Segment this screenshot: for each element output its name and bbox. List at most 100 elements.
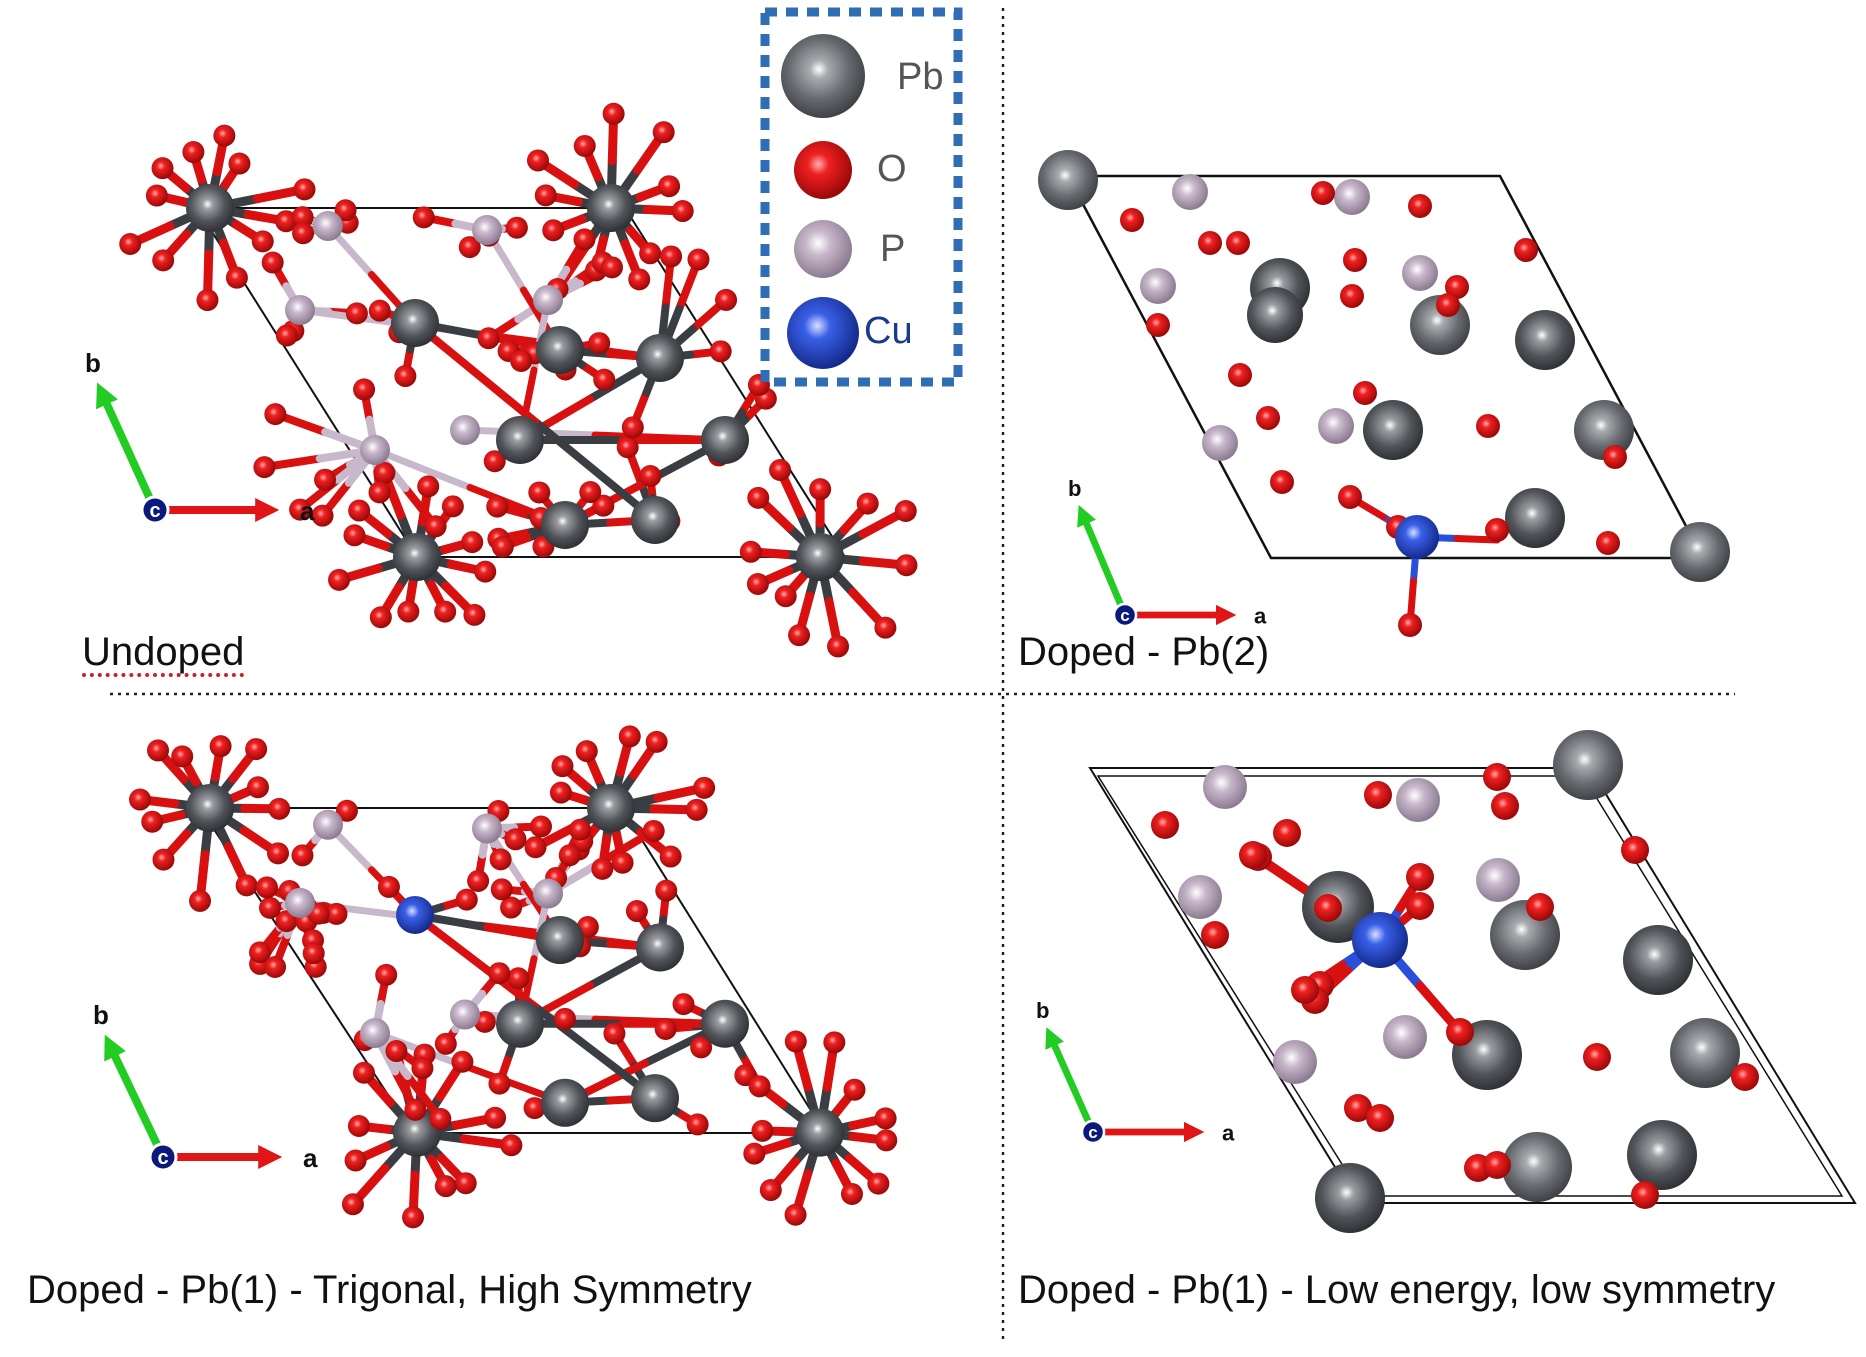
low-o-23 xyxy=(1583,1043,1611,1071)
trigonal-pb-corner-2-o-11 xyxy=(484,1107,506,1129)
undoped-pb-corner-3-o-1 xyxy=(874,617,896,639)
trigonal-p-4 xyxy=(450,999,480,1029)
undoped-pb-corner-2-o-11 xyxy=(461,531,483,553)
trigonal-o-7 xyxy=(375,964,397,986)
pb2-o-28 xyxy=(1353,381,1377,405)
undoped-o-12 xyxy=(506,217,528,239)
undoped-pb-corner-3-o-0 xyxy=(895,554,917,576)
undoped-pb-corner-1-o-1 xyxy=(639,242,661,264)
trigonal-pb-corner-1-o-9 xyxy=(619,725,641,747)
axis-b-label-1: b xyxy=(1068,476,1082,501)
low-pbl-4 xyxy=(1670,1018,1740,1088)
undoped-pb-corner-3-o-8 xyxy=(769,459,791,481)
low-cu-o-1 xyxy=(1314,894,1342,922)
legend-o-swatch xyxy=(794,141,852,199)
undoped-p-2 xyxy=(285,295,315,325)
undoped-o-2 xyxy=(314,469,336,491)
low-p-12 xyxy=(1178,875,1222,919)
trigonal-o-2 xyxy=(429,1108,451,1130)
trigonal-pb-corner-0-o-1 xyxy=(267,842,289,864)
undoped-p-1 xyxy=(472,215,502,245)
undoped-pb-corner-0-o-1 xyxy=(252,230,274,252)
trigonal-o-27 xyxy=(256,876,278,898)
pb2-pbl-8 xyxy=(1670,522,1730,582)
axis-b-label-0: b xyxy=(85,348,101,378)
low-o-25 xyxy=(1366,1104,1394,1132)
undoped-pb-corner-3-o-2 xyxy=(827,635,849,657)
undoped-pb-corner-0-o-5 xyxy=(119,233,141,255)
trigonal-pb-corner-2-o-10 xyxy=(451,1051,473,1073)
trigonal-pb-4 xyxy=(701,1000,749,1048)
pb2-pb-4 xyxy=(1515,310,1575,370)
undoped-pb-corner-2-o-7 xyxy=(348,500,370,522)
low-o-27 xyxy=(1483,1151,1511,1179)
undoped-pb-0 xyxy=(391,299,439,347)
low-cu-o-7 xyxy=(1291,976,1319,1004)
trigonal-o-37 xyxy=(411,1057,433,1079)
undoped-p-0 xyxy=(313,211,343,241)
low-p-9 xyxy=(1203,765,1247,809)
undoped-pb-5 xyxy=(541,501,589,549)
trigonal-o-33 xyxy=(291,844,313,866)
caption-doped-pb1-low-symmetry: Doped - Pb(1) - Low energy, low symmetry xyxy=(1018,1268,1775,1313)
trigonal-o-4 xyxy=(530,815,552,837)
undoped-pb-6 xyxy=(631,496,679,544)
trigonal-pb-corner-1-o-3 xyxy=(591,858,613,880)
undoped-pb-corner-2-o-5 xyxy=(328,569,350,591)
pb2-p-14 xyxy=(1318,408,1354,444)
trigonal-o-46 xyxy=(467,870,489,892)
undoped-o-48 xyxy=(276,324,298,346)
trigonal-pb-corner-2-o-6 xyxy=(348,1115,370,1137)
low-o-18 xyxy=(1483,763,1511,791)
trigonal-o-54 xyxy=(264,956,286,978)
low-o-20 xyxy=(1621,836,1649,864)
undoped-pb-corner-3 xyxy=(796,533,844,581)
trigonal-pb-corner-1-o-5 xyxy=(525,836,547,858)
trigonal-p-1 xyxy=(472,813,502,843)
undoped-pb-corner-1-o-8 xyxy=(574,135,596,157)
trigonal-o-41 xyxy=(491,878,513,900)
pb2-pbl-0 xyxy=(1038,150,1098,210)
undoped-pb-corner-0-o-8 xyxy=(182,141,204,163)
trigonal-pb-corner-0-o-9 xyxy=(210,735,232,757)
trigonal-pb-corner-0-o-10 xyxy=(245,738,267,760)
pb2-o-21 xyxy=(1343,248,1367,272)
caption-doped-pb2: Doped - Pb(2) xyxy=(1018,630,1269,675)
undoped-pb-corner-0-o-3 xyxy=(196,289,218,311)
trigonal-pb-corner-1 xyxy=(587,784,635,832)
axis-a-label-3: a xyxy=(1222,1121,1235,1146)
trigonal-o-0 xyxy=(378,876,400,898)
pb2-cu xyxy=(1395,515,1439,559)
pb2-o-17 xyxy=(1226,231,1250,255)
trigonal-o-10 xyxy=(504,828,526,850)
trigonal-cu xyxy=(396,896,434,934)
undoped-o-23 xyxy=(425,515,447,537)
trigonal-o-24 xyxy=(404,1099,426,1121)
pb2-o-25 xyxy=(1146,313,1170,337)
undoped-pb-1 xyxy=(536,326,584,374)
pb2-o-16 xyxy=(1198,231,1222,255)
axis-c-label-0: c xyxy=(149,500,160,522)
trigonal-o-18 xyxy=(687,1113,709,1135)
low-p-11 xyxy=(1476,858,1520,902)
trigonal-pb-corner-0-o-2 xyxy=(236,874,258,896)
undoped-pb-corner-0 xyxy=(186,184,234,232)
axis-b-arrow-2 xyxy=(113,1052,163,1157)
trigonal-pb-corner-3-o-9 xyxy=(823,1031,845,1053)
low-pbl-8 xyxy=(1553,730,1623,800)
trigonal-o-53 xyxy=(626,900,648,922)
caption-doped-pb1-trigonal: Doped - Pb(1) - Trigonal, High Symmetry xyxy=(27,1268,752,1313)
pb2-o-22 xyxy=(1340,284,1364,308)
low-pbl-5 xyxy=(1502,1132,1572,1202)
trigonal-o-51 xyxy=(456,889,478,911)
trigonal-o-5 xyxy=(490,848,512,870)
pb2-o-35 xyxy=(1596,531,1620,555)
trigonal-p-2 xyxy=(285,888,315,918)
low-o-28 xyxy=(1731,1063,1759,1091)
trigonal-pb-corner-3-o-1 xyxy=(867,1173,889,1195)
undoped-pb-corner-1-o-10 xyxy=(653,121,675,143)
trigonal-pb-corner-0-o-7 xyxy=(147,739,169,761)
undoped-o-0 xyxy=(486,496,508,518)
undoped-pb-corner-2-o-6 xyxy=(343,524,365,546)
undoped-o-41 xyxy=(579,481,601,503)
